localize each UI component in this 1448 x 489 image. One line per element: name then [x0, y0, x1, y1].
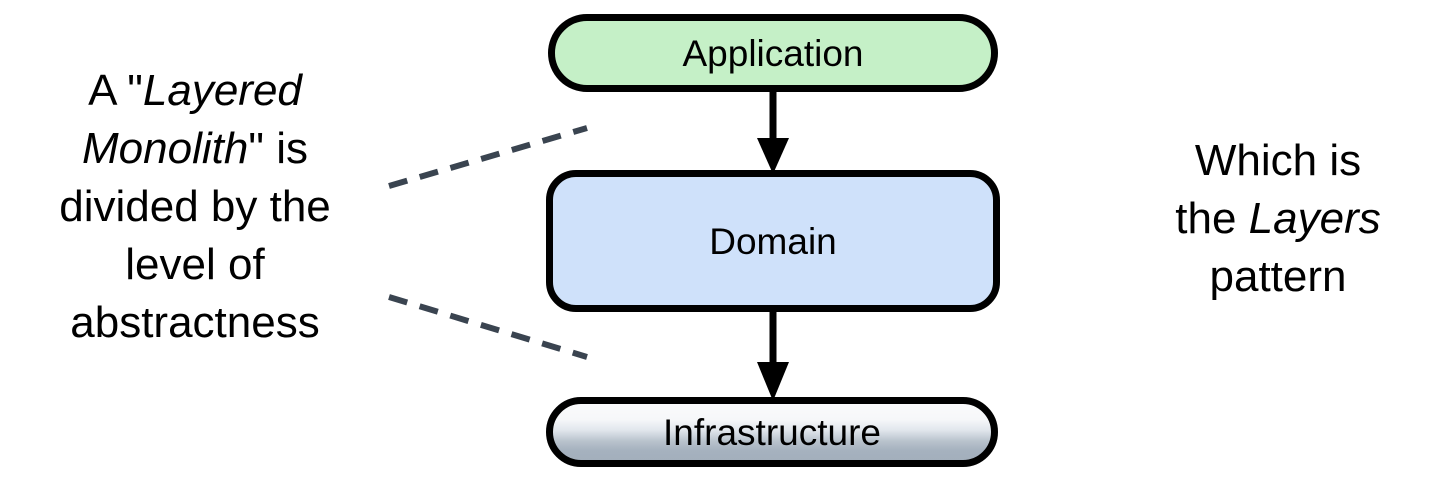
caption-left-line-3: divided by the [59, 182, 331, 231]
arrow-down-icon [757, 308, 789, 401]
arrow-domain-to-infrastructure [752, 308, 794, 401]
caption-left-line-4: level of [125, 240, 265, 289]
layer-box-domain[interactable]: Domain [546, 170, 1000, 312]
caption-right: Which is the Layers pattern [1108, 132, 1448, 306]
leader-line-lower [385, 285, 595, 365]
caption-left-line-2: Monolith" is [82, 124, 308, 173]
dashed-line-icon [388, 125, 588, 189]
layer-label-application: Application [682, 32, 864, 74]
layer-box-infrastructure[interactable]: Infrastructure [546, 397, 998, 467]
layer-box-application[interactable]: Application [548, 14, 998, 92]
arrow-application-to-domain [752, 88, 794, 174]
caption-left-line-5: abstractness [70, 298, 320, 347]
caption-right-line-2: the Layers [1175, 194, 1381, 243]
arrow-down-icon [757, 88, 789, 174]
caption-right-line-3: pattern [1209, 252, 1347, 301]
layer-label-domain: Domain [709, 220, 837, 262]
leader-line-upper [385, 118, 595, 198]
dashed-line-icon [388, 294, 588, 360]
caption-left-line-1: A "Layered [88, 66, 302, 115]
layer-label-infrastructure: Infrastructure [663, 411, 881, 453]
caption-right-line-1: Which is [1194, 136, 1362, 185]
caption-left: A "Layered Monolith" is divided by the l… [0, 62, 390, 352]
